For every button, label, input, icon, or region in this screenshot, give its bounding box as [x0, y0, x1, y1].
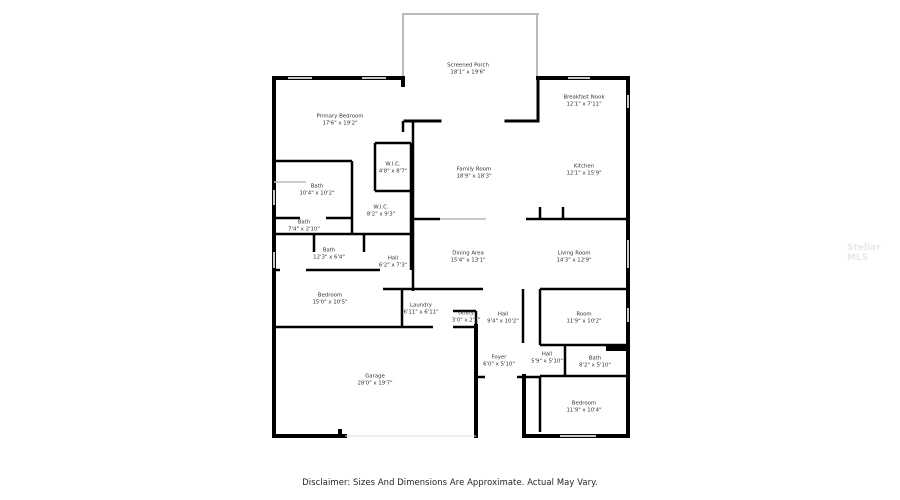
interior-walls: [274, 121, 628, 436]
room-label-bath-east: Bath 8'2" x 5'10": [579, 355, 611, 369]
room-label-wic-large: W.I.C. 8'2" x 9'3": [366, 204, 396, 218]
room-label-hall-west: Hall 6'2" x 7'3": [378, 255, 408, 269]
room-label-family-room: Family Room 18'9" x 18'3": [456, 166, 492, 180]
room-label-bath-small: Bath 7'4" x 2'10": [288, 219, 320, 233]
room-label-screened-porch: Screened Porch 18'1" x 19'6": [447, 62, 489, 76]
disclaimer-text: Disclaimer: Sizes And Dimensions Are App…: [302, 477, 598, 487]
room-label-hall-center: Hall 9'4" x 10'2": [487, 311, 519, 325]
room-label-hall-east: Hall 5'9" x 5'10": [531, 351, 563, 365]
windows: [273, 77, 629, 437]
room-label-bedroom-west: Bedroom 15'0" x 10'5": [312, 292, 348, 306]
room-label-laundry: Laundry 6'11" x 6'11": [403, 302, 439, 316]
column-block: [606, 345, 628, 351]
room-label-garage: Garage 28'0" x 19'7": [357, 373, 393, 387]
screened-porch-outline: [401, 13, 540, 123]
room-label-foyer: Foyer 6'0" x 5'10": [483, 354, 515, 368]
room-label-bath-hall: Bath 12'3" x 6'4": [313, 247, 345, 261]
room-label-primary-bedroom: Primary Bedroom 17'6" x 19'2": [316, 113, 364, 127]
room-label-kitchen: Kitchen 12'1" x 15'9": [566, 163, 602, 177]
room-label-bedroom-east: Bedroom 11'9" x 10'4": [566, 400, 602, 414]
room-label-room: Room 11'9" x 10'2": [566, 311, 602, 325]
room-label-utility: Utility 3'0" x 2'1": [451, 310, 481, 324]
room-label-dining-area: Dining Area 15'4" x 13'1": [450, 250, 486, 264]
stellar-mls-watermark: Stellar MLS: [847, 243, 881, 263]
room-label-living-room: Living Room 14'3" x 12'9": [556, 250, 592, 264]
room-label-primary-bath: Bath 10'4" x 10'2": [299, 183, 335, 197]
room-label-wic-small: W.I.C. 4'8" x 8'7": [378, 161, 408, 175]
room-label-breakfast-nook: Breakfast Nook 12'1" x 7'11": [563, 94, 605, 108]
